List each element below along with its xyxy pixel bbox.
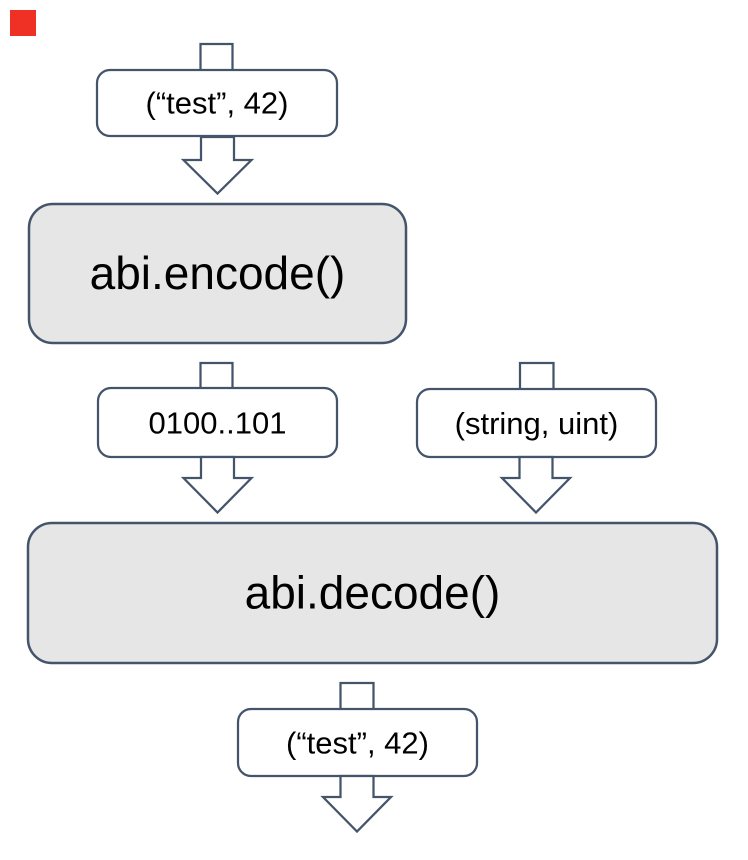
incoming-stub-input (199, 42, 234, 71)
decode-process-label: abi.decode() (245, 567, 501, 619)
red-corner-marker (10, 10, 36, 36)
down-arrow-input-to-encode (180, 135, 255, 196)
stub-decode-to-output (339, 681, 375, 710)
down-arrow-output (320, 774, 394, 834)
encoded-bytes-label: 0100..101 (149, 406, 287, 441)
encode-process-box (27, 202, 408, 345)
down-arrow-bytes-to-decode (180, 455, 255, 515)
type-list-label: (string, uint) (455, 406, 619, 441)
output-tuple-label: (“test”, 42) (286, 726, 429, 761)
encode-process-label: abi.encode() (90, 247, 346, 299)
stub-encode-to-bytes (199, 361, 234, 389)
decode-process-box (26, 521, 719, 665)
incoming-stub-types (518, 361, 555, 389)
down-arrow-types-to-decode (499, 455, 573, 515)
input-tuple-label: (“test”, 42) (146, 86, 289, 121)
